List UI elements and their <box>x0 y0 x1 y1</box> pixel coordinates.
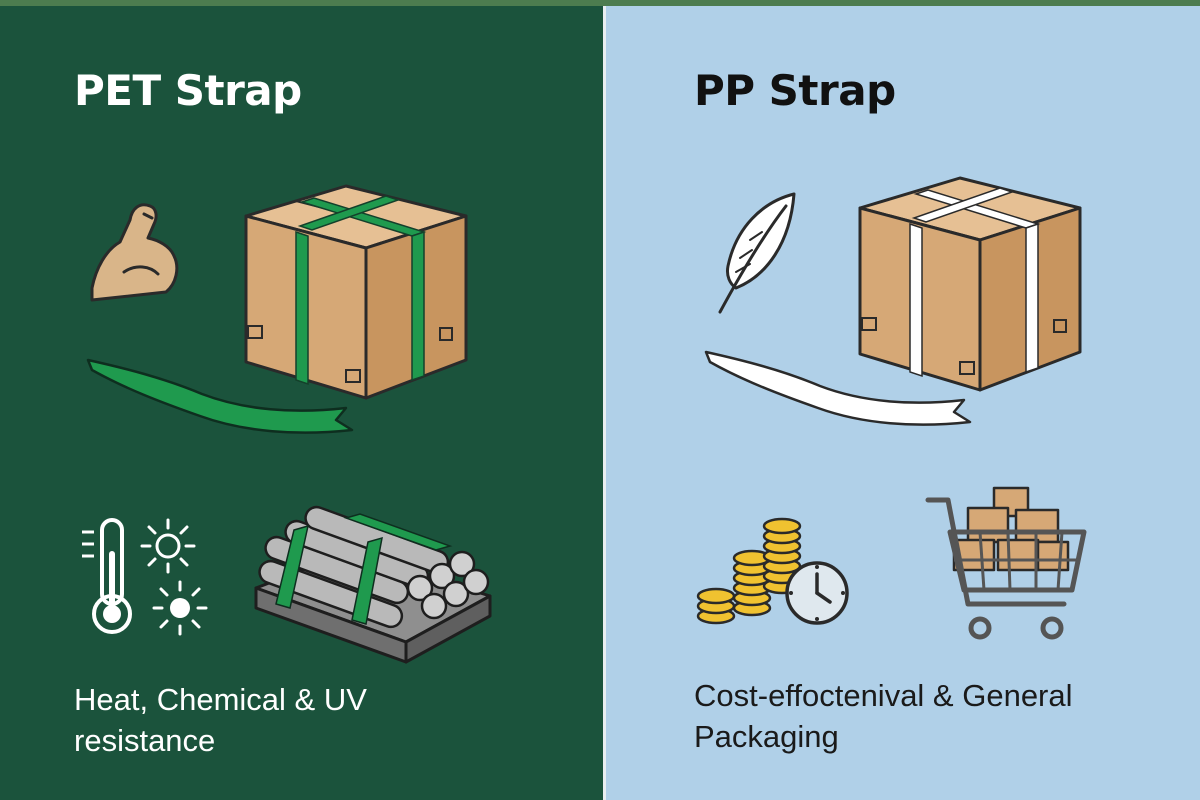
white-strap-icon <box>704 350 972 426</box>
pp-strap-panel: PP Strap <box>606 6 1200 800</box>
panel-divider <box>603 6 606 800</box>
thermometer-icon <box>82 518 132 634</box>
steel-pipes-pallet-icon <box>254 505 492 664</box>
pp-caption: Cost-effoctenival & General Packaging <box>694 678 1073 754</box>
pp-title: PP Strap <box>694 66 896 115</box>
strapped-box-icon <box>244 184 468 400</box>
green-strap-icon <box>86 358 354 434</box>
flexed-bicep-icon <box>90 203 179 302</box>
sun-filled-icon <box>152 580 208 636</box>
top-accent-bar <box>0 0 1200 6</box>
pet-strap-panel: PET Strap <box>0 6 603 800</box>
pet-title: PET Strap <box>74 66 302 115</box>
feather-icon <box>718 192 796 314</box>
sun-icon <box>140 518 196 574</box>
shopping-cart-icon <box>925 486 1087 640</box>
strapped-box-icon <box>858 176 1082 392</box>
clock-icon <box>785 561 849 625</box>
pet-caption: Heat, Chemical & UV resistance <box>74 682 367 758</box>
